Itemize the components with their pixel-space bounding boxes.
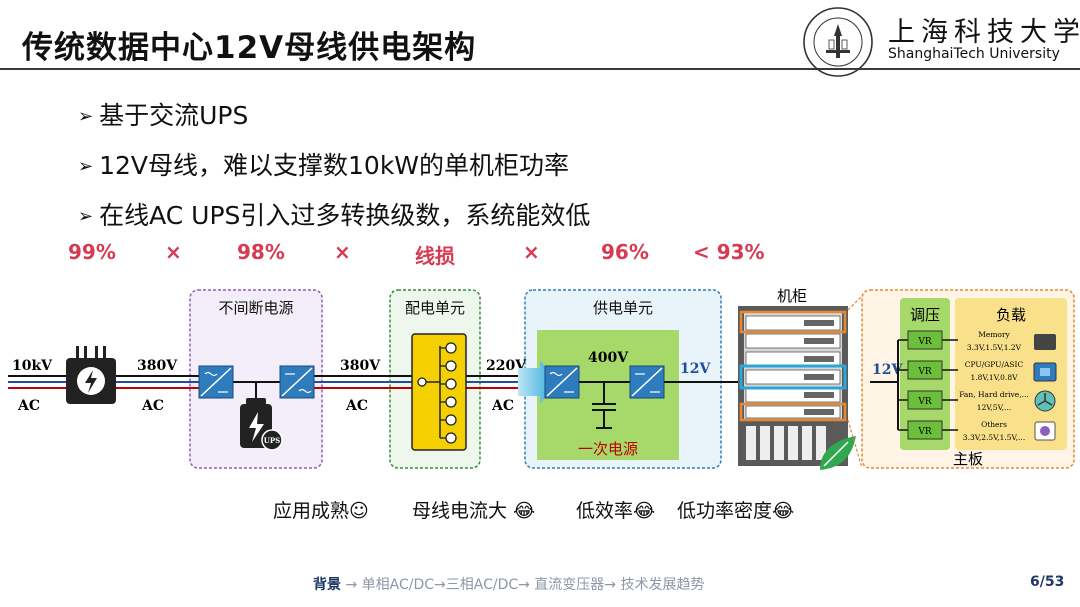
load-icons xyxy=(1033,334,1057,441)
eff-operator: × xyxy=(334,240,351,264)
laugh-emoji-icon: 😂 xyxy=(633,500,656,522)
eff-psu: 96% xyxy=(601,240,649,264)
university-seal-icon xyxy=(803,7,873,77)
title-divider xyxy=(0,68,1080,70)
load-voltages: 1.8V,1V,0.8V xyxy=(970,373,1018,382)
bus1-voltage-label: 380V xyxy=(137,358,178,374)
load-name: Memory xyxy=(978,330,1010,339)
board-label: 主板 xyxy=(953,450,983,468)
ups-badge-label: UPS xyxy=(264,436,280,445)
page-number: 6/53 xyxy=(1030,574,1065,590)
bullet-arrow-icon: ➢ xyxy=(78,106,94,127)
svg-text:VR: VR xyxy=(917,427,931,437)
footer-navigation: 背景 → 单相AC/DC→三相AC/DC→ 直流变压器→ 技术发展趋势 xyxy=(313,577,705,593)
ups-box xyxy=(189,289,323,469)
eff-pdu: 98% xyxy=(237,240,285,264)
laugh-emoji-icon: 😂 xyxy=(772,500,795,522)
bullet-2: ➢12V母线，难以支撑数10kW的单机柜功率 xyxy=(78,151,570,180)
psu-dc-voltage-label: 400V xyxy=(588,350,629,366)
university-name-cn: 上海科技大学 xyxy=(888,17,1080,48)
page-title: 传统数据中心12V母线供电架构 xyxy=(22,30,477,66)
eval-low-density: 低功率密度😂 xyxy=(677,500,795,522)
bullet-arrow-icon: ➢ xyxy=(78,156,94,177)
power-architecture-diagram: 不间断电源 配电单元 供电单元 10kV AC 380V AC 380V AC … xyxy=(8,287,1075,470)
load-voltages: 12V,5V,... xyxy=(977,403,1011,412)
psu-out-voltage-label: 12V xyxy=(680,361,711,377)
bullet-3: ➢在线AC UPS引入过多转换级数，系统能效低 xyxy=(78,201,591,230)
primary-power-label: 一次电源 xyxy=(578,440,638,458)
eff-total: < 93% xyxy=(693,240,765,264)
load-list: Memory 3.3V,1.5V,1.2V CPU/GPU/ASIC 1.8V,… xyxy=(959,330,1029,442)
ups-rectifier-icon xyxy=(198,365,234,399)
pdu-bus-icon xyxy=(411,333,467,451)
bus2-voltage-label: 380V xyxy=(340,358,381,374)
svg-text:VR: VR xyxy=(917,337,931,347)
footer-sections[interactable]: 单相AC/DC→三相AC/DC→ 直流变压器→ 技术发展趋势 xyxy=(361,577,705,593)
vr-blocks: VR VR VR VR xyxy=(907,330,943,440)
bus2-type-label: AC xyxy=(345,398,368,414)
load-header: 负载 xyxy=(996,306,1026,324)
eff-line-loss: 线损 xyxy=(415,244,455,268)
eff-ups: 99% xyxy=(68,240,116,264)
ups-box-title: 不间断电源 xyxy=(218,299,293,317)
vr-header: 调压 xyxy=(910,306,940,324)
input-type-label: AC xyxy=(17,398,40,414)
bus1-type-label: AC xyxy=(141,398,164,414)
university-name-en: ShanghaiTech University xyxy=(888,46,1060,62)
load-name: Others xyxy=(981,420,1007,429)
eval-high-current: 母线电流大 😂 xyxy=(412,500,536,522)
board-bus-voltage-label: 12V xyxy=(872,362,903,378)
ups-battery-icon: UPS xyxy=(240,398,283,451)
eval-low-efficiency: 低效率😂 xyxy=(576,500,656,522)
pdu-box-title: 配电单元 xyxy=(405,299,465,317)
load-name: Fan, Hard drive,... xyxy=(959,390,1029,399)
bus3-voltage-label: 220V xyxy=(486,358,527,374)
psu-box-title: 供电单元 xyxy=(593,299,653,317)
eval-mature: 应用成熟☺ xyxy=(273,500,369,522)
svg-text:VR: VR xyxy=(917,397,931,407)
load-voltages: 3.3V,2.5V,1.5V,... xyxy=(963,433,1025,442)
load-voltages: 3.3V,1.5V,1.2V xyxy=(967,343,1022,352)
svg-text:VR: VR xyxy=(917,367,931,377)
load-name: CPU/GPU/ASIC xyxy=(965,360,1024,369)
footer-current-section[interactable]: 背景 xyxy=(313,577,341,593)
psu-dcdc-icon xyxy=(629,365,665,399)
laugh-emoji-icon: 😂 xyxy=(513,500,536,522)
ups-inverter-icon xyxy=(279,365,315,399)
bus3-type-label: AC xyxy=(491,398,514,414)
smile-emoji-icon: ☺ xyxy=(349,500,369,522)
eff-operator: × xyxy=(165,240,182,264)
eff-operator: × xyxy=(523,240,540,264)
input-voltage-label: 10kV xyxy=(12,358,53,374)
rack-title: 机柜 xyxy=(777,287,807,305)
bullet-arrow-icon: ➢ xyxy=(78,206,94,227)
transformer-icon xyxy=(66,346,116,404)
ac-lines xyxy=(8,375,522,389)
server-rack-icon xyxy=(738,306,856,470)
psu-pfc-icon xyxy=(544,365,580,399)
bullet-1: ➢基于交流UPS xyxy=(78,101,249,130)
